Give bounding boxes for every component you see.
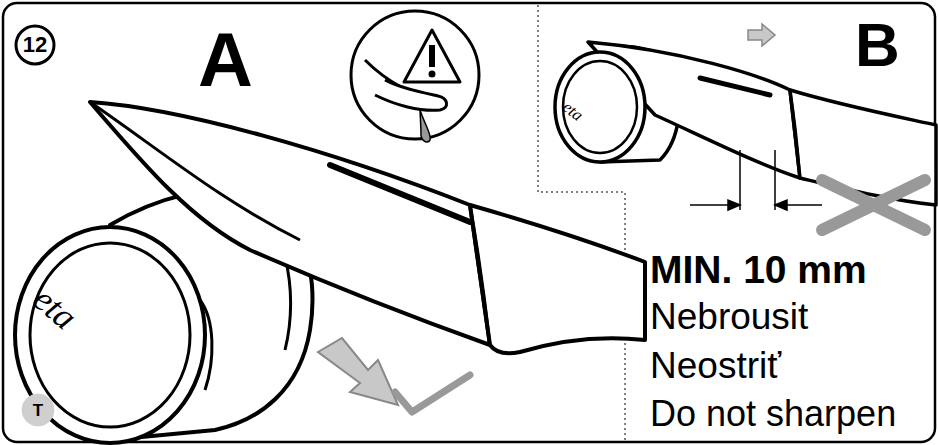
dimension-lines: [690, 150, 822, 210]
panel-letter: B: [855, 14, 900, 76]
sharpener-b-face: [555, 52, 645, 162]
node-text: 12: [13, 23, 57, 67]
callout-number: 12: [13, 23, 57, 67]
dimension-label: MIN. 10 mm: [650, 250, 867, 289]
warning-icon: [351, 11, 479, 142]
panel-tag: T: [21, 393, 55, 427]
cross-mark: [822, 180, 925, 230]
panel-letter: A: [198, 22, 253, 98]
sharpener-a-face: [15, 227, 212, 443]
warning-text: Nebrousit: [650, 298, 808, 335]
direction-arrow: [318, 338, 398, 405]
frame: [3, 3, 935, 442]
warning-text: Do not sharpen: [650, 396, 896, 432]
check-mark: [395, 375, 470, 412]
node-text: T: [21, 393, 55, 427]
warning-text: Neostriť: [650, 347, 781, 384]
direction-arrow: [748, 24, 775, 46]
